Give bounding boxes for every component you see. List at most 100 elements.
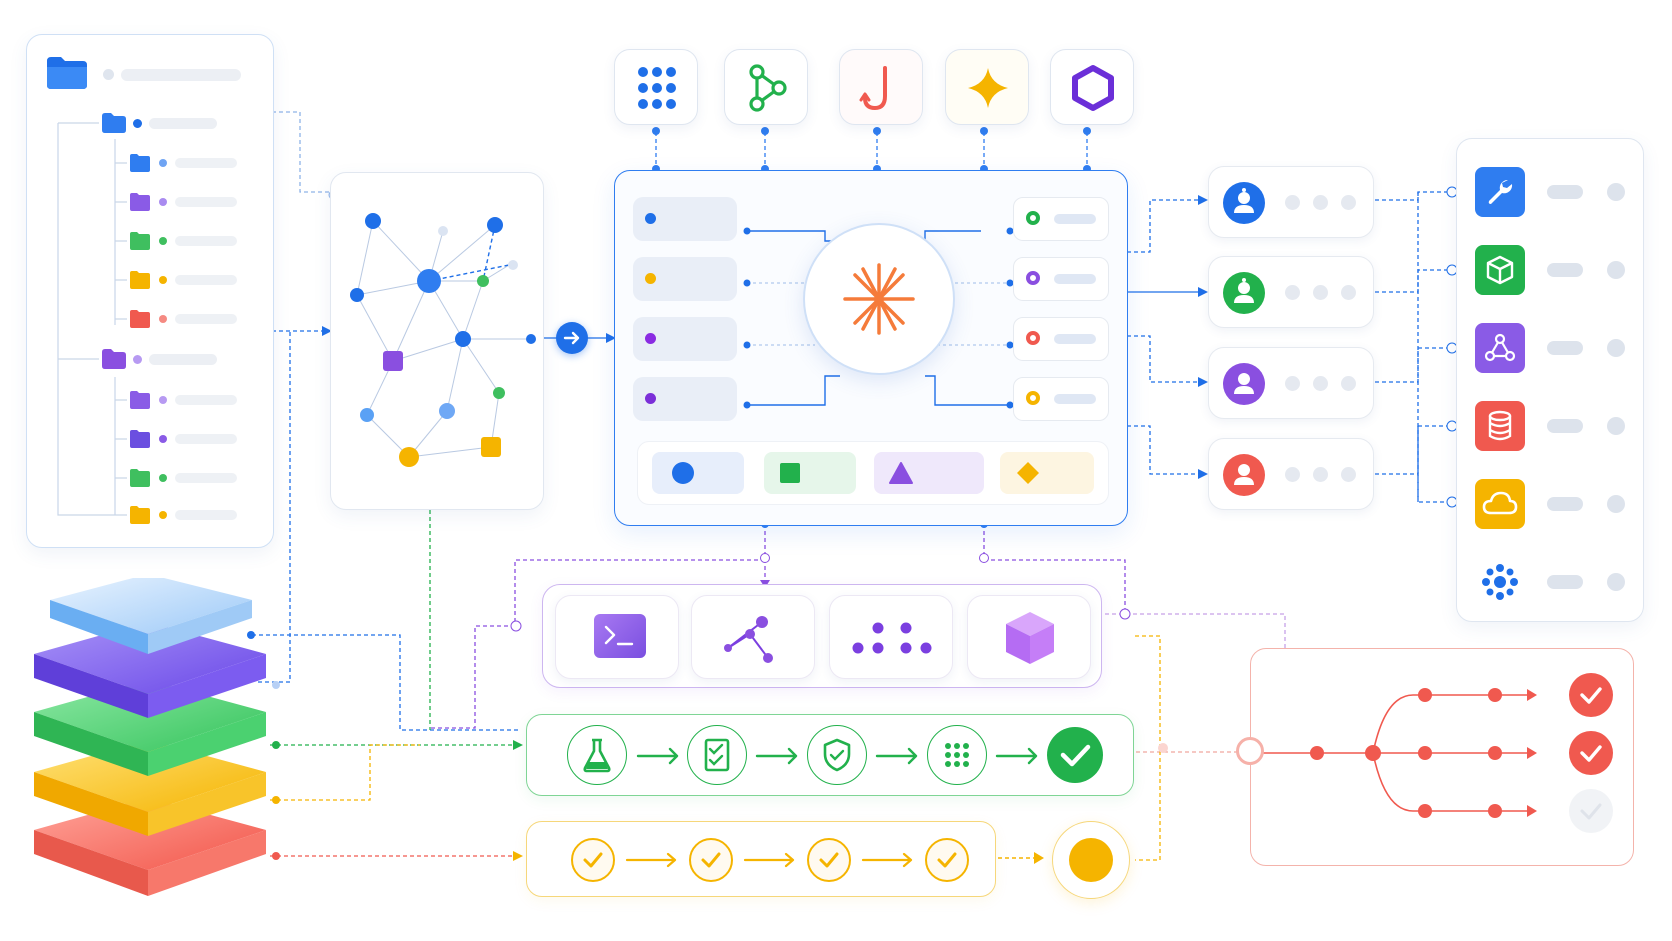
check-icon: [819, 852, 839, 868]
checklist-icon: [704, 738, 730, 772]
output-option[interactable]: [1013, 257, 1109, 301]
agent-avatar: [1223, 182, 1265, 224]
hexagon-icon: [1072, 65, 1114, 111]
file-item[interactable]: [129, 231, 259, 255]
app-row[interactable]: [1475, 401, 1635, 451]
flask-icon: [583, 738, 611, 773]
agent-avatar: [1223, 454, 1265, 496]
folder-icon[interactable]: [101, 348, 127, 370]
tool-card[interactable]: [829, 595, 953, 679]
approval-status-node[interactable]: [1052, 821, 1130, 899]
knowledge-graph[interactable]: [331, 173, 545, 511]
file-item[interactable]: [129, 390, 259, 414]
app-row[interactable]: [1475, 557, 1635, 607]
check-icon: [1580, 687, 1602, 704]
check-icon: [1060, 744, 1091, 767]
tools-row: [542, 584, 1102, 688]
arrow-right-icon: [563, 331, 580, 345]
input-slot[interactable]: [633, 377, 737, 421]
knowledge-graph-panel: [330, 172, 544, 510]
approval-check[interactable]: [807, 838, 851, 882]
dots-icon: [852, 622, 932, 654]
approval-check[interactable]: [689, 838, 733, 882]
agent-card[interactable]: [1208, 438, 1374, 510]
branch-icon: [749, 64, 787, 112]
file-item[interactable]: [129, 192, 259, 216]
tool-tile-branch[interactable]: [724, 49, 808, 125]
output-option[interactable]: [1013, 197, 1109, 241]
approval-check[interactable]: [925, 838, 969, 882]
agent-card[interactable]: [1208, 347, 1374, 419]
check-icon: [937, 852, 957, 868]
forward-arrow-button[interactable]: [556, 322, 588, 354]
tool-card[interactable]: [691, 595, 815, 679]
tool-card[interactable]: [967, 595, 1091, 679]
results-flow: [1251, 688, 1537, 818]
input-slot[interactable]: [633, 257, 737, 301]
check-icon: [701, 852, 721, 868]
shape-tray: [637, 441, 1109, 505]
check-icon: [583, 852, 603, 868]
root-folder-icon[interactable]: [45, 55, 89, 91]
tool-tile-grid[interactable]: [614, 49, 698, 125]
file-folder-icon: [130, 430, 150, 448]
step-checklist[interactable]: [687, 725, 747, 785]
user-icon: [1234, 373, 1254, 394]
step-complete[interactable]: [1047, 727, 1103, 783]
core-node[interactable]: [803, 223, 955, 375]
output-option[interactable]: [1013, 317, 1109, 361]
result-pending[interactable]: [1569, 789, 1613, 833]
approval-check[interactable]: [571, 838, 615, 882]
file-folder-icon: [130, 271, 150, 289]
tool-card[interactable]: [555, 595, 679, 679]
graph-icon: [724, 616, 773, 663]
shape-slot-triangle[interactable]: [874, 452, 984, 494]
file-tree-panel: [26, 34, 274, 548]
tool-tile-hook[interactable]: [839, 49, 923, 125]
shape-slot-square[interactable]: [764, 452, 856, 494]
app-row[interactable]: [1475, 479, 1635, 529]
approval-output-arrow: [998, 852, 1044, 864]
result-done[interactable]: [1569, 673, 1613, 717]
result-done[interactable]: [1569, 731, 1613, 775]
input-slot[interactable]: [633, 197, 737, 241]
step-test[interactable]: [567, 725, 627, 785]
file-item[interactable]: [129, 429, 259, 453]
diamond-icon: [1017, 462, 1039, 484]
agent-card[interactable]: [1208, 166, 1374, 238]
cloud-icon: [1482, 491, 1518, 515]
step-security[interactable]: [807, 725, 867, 785]
hook-icon: [859, 66, 887, 111]
file-item[interactable]: [129, 468, 259, 492]
output-option[interactable]: [1013, 377, 1109, 421]
approval-arrows: [625, 852, 913, 868]
file-item[interactable]: [129, 309, 259, 333]
pipeline-steps: [636, 747, 1038, 765]
agent-card[interactable]: [1208, 256, 1374, 328]
asterisk-icon: [843, 263, 915, 335]
folder-icon[interactable]: [101, 112, 127, 134]
wrench-icon: [1488, 179, 1513, 204]
user-icon: [1234, 278, 1254, 303]
results-flow-panel: [1250, 648, 1634, 866]
user-icon: [1234, 464, 1254, 485]
app-row[interactable]: [1475, 167, 1635, 217]
tool-tile-sparkle[interactable]: [945, 49, 1029, 125]
input-slot[interactable]: [633, 317, 737, 361]
shape-slot-circle[interactable]: [652, 452, 744, 494]
file-item[interactable]: [129, 153, 259, 177]
file-item[interactable]: [129, 505, 259, 529]
tree-lines: [57, 122, 127, 516]
shape-slot-diamond[interactable]: [1000, 452, 1094, 494]
app-row[interactable]: [1475, 323, 1635, 373]
root-label: [121, 69, 241, 81]
app-row[interactable]: [1475, 245, 1635, 295]
results-entry-node[interactable]: [1236, 737, 1264, 765]
layer-stack[interactable]: [30, 578, 272, 914]
file-folder-icon: [130, 193, 150, 211]
tool-tile-hexagon[interactable]: [1050, 49, 1134, 125]
step-matrix[interactable]: [927, 725, 987, 785]
terminal-icon: [594, 614, 646, 658]
file-item[interactable]: [129, 270, 259, 294]
sparkle-icon: [968, 68, 1008, 108]
